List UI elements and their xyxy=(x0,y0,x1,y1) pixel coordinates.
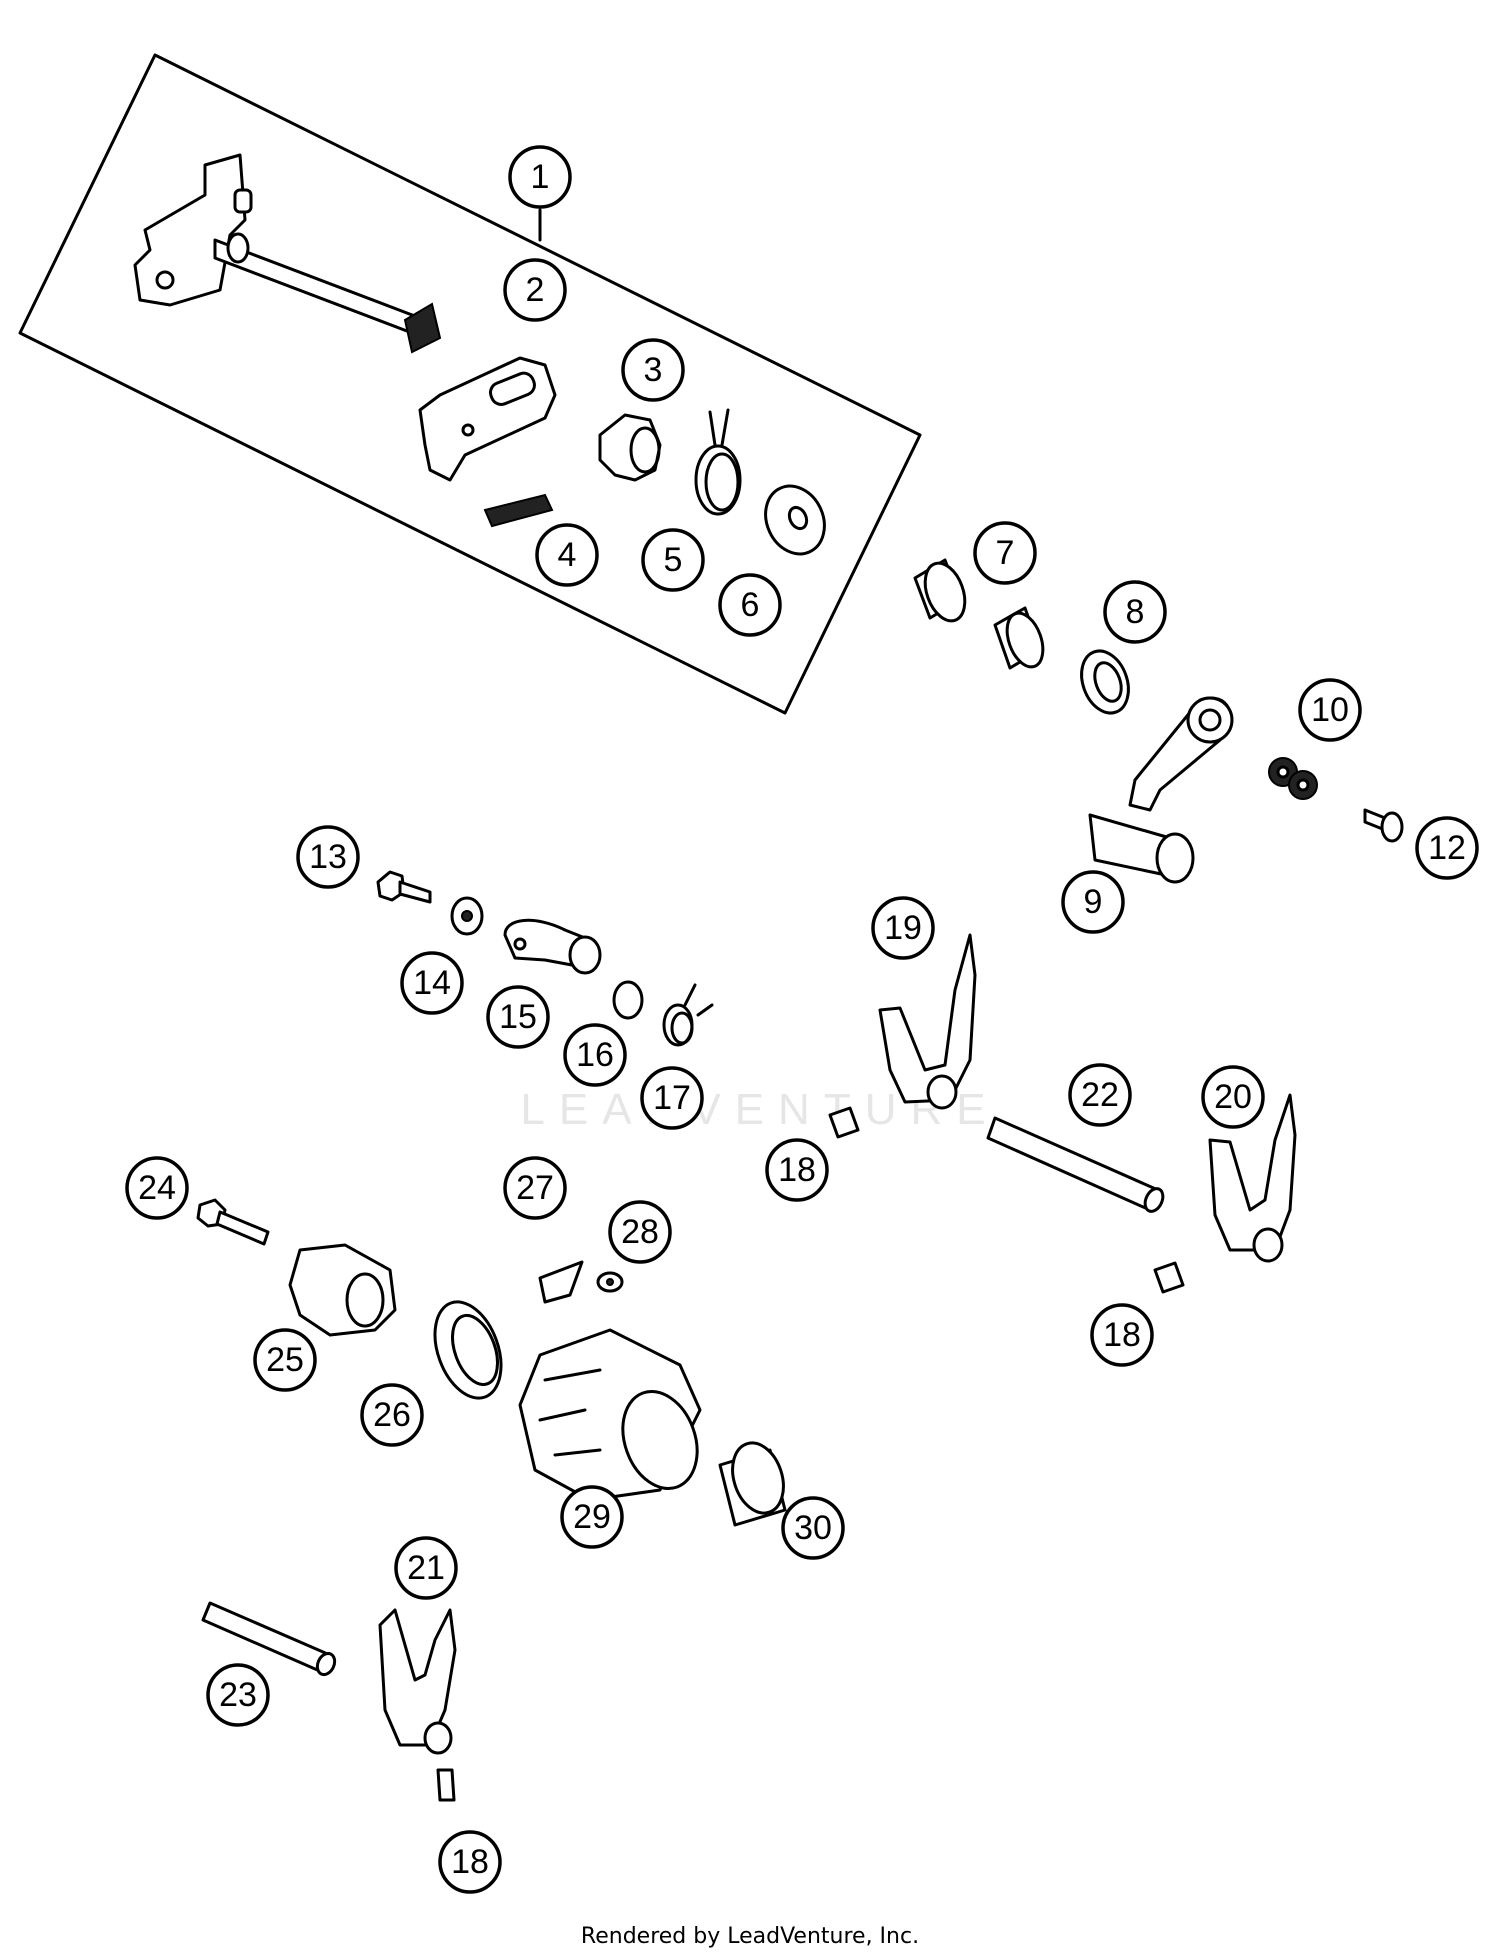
callout-30: 30 xyxy=(781,1496,845,1560)
bolt-12 xyxy=(1363,808,1404,843)
callout-3-label: 3 xyxy=(644,351,663,389)
callout-7: 7 xyxy=(973,521,1037,585)
pin-18a xyxy=(828,1106,860,1139)
callout-18a: 18 xyxy=(765,1138,829,1202)
callout-6: 6 xyxy=(718,573,782,637)
callout-19: 19 xyxy=(871,896,935,960)
spacer-16 xyxy=(612,980,644,1020)
bearing-26 xyxy=(433,1300,503,1400)
shift-fork-19 xyxy=(878,933,977,1110)
callout-2-label: 2 xyxy=(526,271,545,309)
callout-5-label: 5 xyxy=(664,541,683,579)
callout-5: 5 xyxy=(641,528,705,592)
callout-21-label: 21 xyxy=(407,1549,445,1587)
bolt-13 xyxy=(376,870,432,904)
callout-26-label: 26 xyxy=(373,1396,411,1434)
callout-18c-label: 18 xyxy=(451,1843,489,1881)
callout-27: 27 xyxy=(503,1156,567,1220)
callout-28: 28 xyxy=(608,1200,672,1264)
washer-6 xyxy=(764,484,826,556)
washer-14 xyxy=(450,896,484,936)
callout-27-label: 27 xyxy=(516,1169,554,1207)
assembly-box xyxy=(18,53,922,715)
washer-10 xyxy=(1268,757,1318,800)
callout-12: 12 xyxy=(1415,816,1479,880)
callout-19-label: 19 xyxy=(884,909,922,947)
callout-14: 14 xyxy=(400,951,464,1015)
callout-14-label: 14 xyxy=(413,964,451,1002)
callout-20: 20 xyxy=(1201,1065,1265,1129)
callout-2: 2 xyxy=(503,258,567,322)
shift-plate xyxy=(418,356,557,482)
pawl-part xyxy=(598,413,662,482)
callout-1-label: 1 xyxy=(531,158,550,196)
callout-23: 23 xyxy=(206,1663,270,1727)
callout-4: 4 xyxy=(535,523,599,587)
callout-10-label: 10 xyxy=(1311,691,1349,729)
bearing-30 xyxy=(718,1441,787,1527)
callout-13-label: 13 xyxy=(309,838,347,876)
callout-8-label: 8 xyxy=(1126,593,1145,631)
callout-18b-label: 18 xyxy=(1103,1316,1141,1354)
shift-drum-locating-25 xyxy=(288,1243,397,1337)
bushing-7b xyxy=(993,606,1045,670)
torsion-spring xyxy=(694,408,742,516)
callout-17-label: 17 xyxy=(653,1079,691,1117)
bolt-24 xyxy=(196,1198,270,1246)
footer-credit: Rendered by LeadVenture, Inc. xyxy=(580,1924,920,1949)
small-spring xyxy=(483,493,554,528)
callout-13: 13 xyxy=(296,825,360,889)
shift-fork-20 xyxy=(1208,1093,1297,1263)
callout-26: 26 xyxy=(360,1383,424,1447)
locking-plate-27 xyxy=(538,1260,584,1304)
fork-shaft-23 xyxy=(201,1601,337,1677)
pin-18c xyxy=(436,1768,456,1802)
callout-20-label: 20 xyxy=(1214,1078,1252,1116)
seal-ring-8 xyxy=(1080,649,1130,715)
callout-18a-label: 18 xyxy=(778,1151,816,1189)
shift-drum-29 xyxy=(518,1328,702,1502)
shift-plate-slot xyxy=(488,371,536,406)
shift-shaft xyxy=(133,153,442,354)
callout-17: 17 xyxy=(640,1066,704,1130)
callout-3: 3 xyxy=(621,338,685,402)
callout-29-label: 29 xyxy=(573,1498,611,1536)
screw-28 xyxy=(596,1271,624,1293)
shift-lever xyxy=(1088,696,1234,884)
callout-10: 10 xyxy=(1298,678,1362,742)
callout-15: 15 xyxy=(486,985,550,1049)
callout-28-label: 28 xyxy=(621,1213,659,1251)
shift-fork-21 xyxy=(378,1608,457,1755)
detent-lever xyxy=(503,918,602,975)
callout-22-label: 22 xyxy=(1081,1076,1119,1114)
callout-22: 22 xyxy=(1068,1063,1132,1127)
callout-15-label: 15 xyxy=(499,998,537,1036)
pin-18b xyxy=(1153,1261,1185,1294)
spring-17 xyxy=(662,983,714,1047)
callout-30-label: 30 xyxy=(794,1509,832,1547)
callout-1: 1 xyxy=(508,145,572,209)
callout-7-label: 7 xyxy=(996,534,1015,572)
callout-25-label: 25 xyxy=(266,1341,304,1379)
callout-24-label: 24 xyxy=(138,1169,176,1207)
callout-24: 24 xyxy=(125,1156,189,1220)
callout-16: 16 xyxy=(563,1023,627,1087)
callout-29: 29 xyxy=(560,1485,624,1549)
fork-shaft-22 xyxy=(986,1116,1165,1213)
callout-12-label: 12 xyxy=(1428,829,1466,867)
callout-16-label: 16 xyxy=(576,1036,614,1074)
callout-9-label: 9 xyxy=(1084,883,1103,921)
callout-6-label: 6 xyxy=(741,586,760,624)
callout-23-label: 23 xyxy=(219,1676,257,1714)
callout-9: 9 xyxy=(1061,870,1125,934)
callout-4-label: 4 xyxy=(558,536,577,574)
callout-18c: 18 xyxy=(438,1830,502,1894)
bushing-7a xyxy=(913,558,967,623)
callout-25: 25 xyxy=(253,1328,317,1392)
callout-21: 21 xyxy=(394,1536,458,1600)
callout-18b: 18 xyxy=(1090,1303,1154,1367)
callout-8: 8 xyxy=(1103,580,1167,644)
